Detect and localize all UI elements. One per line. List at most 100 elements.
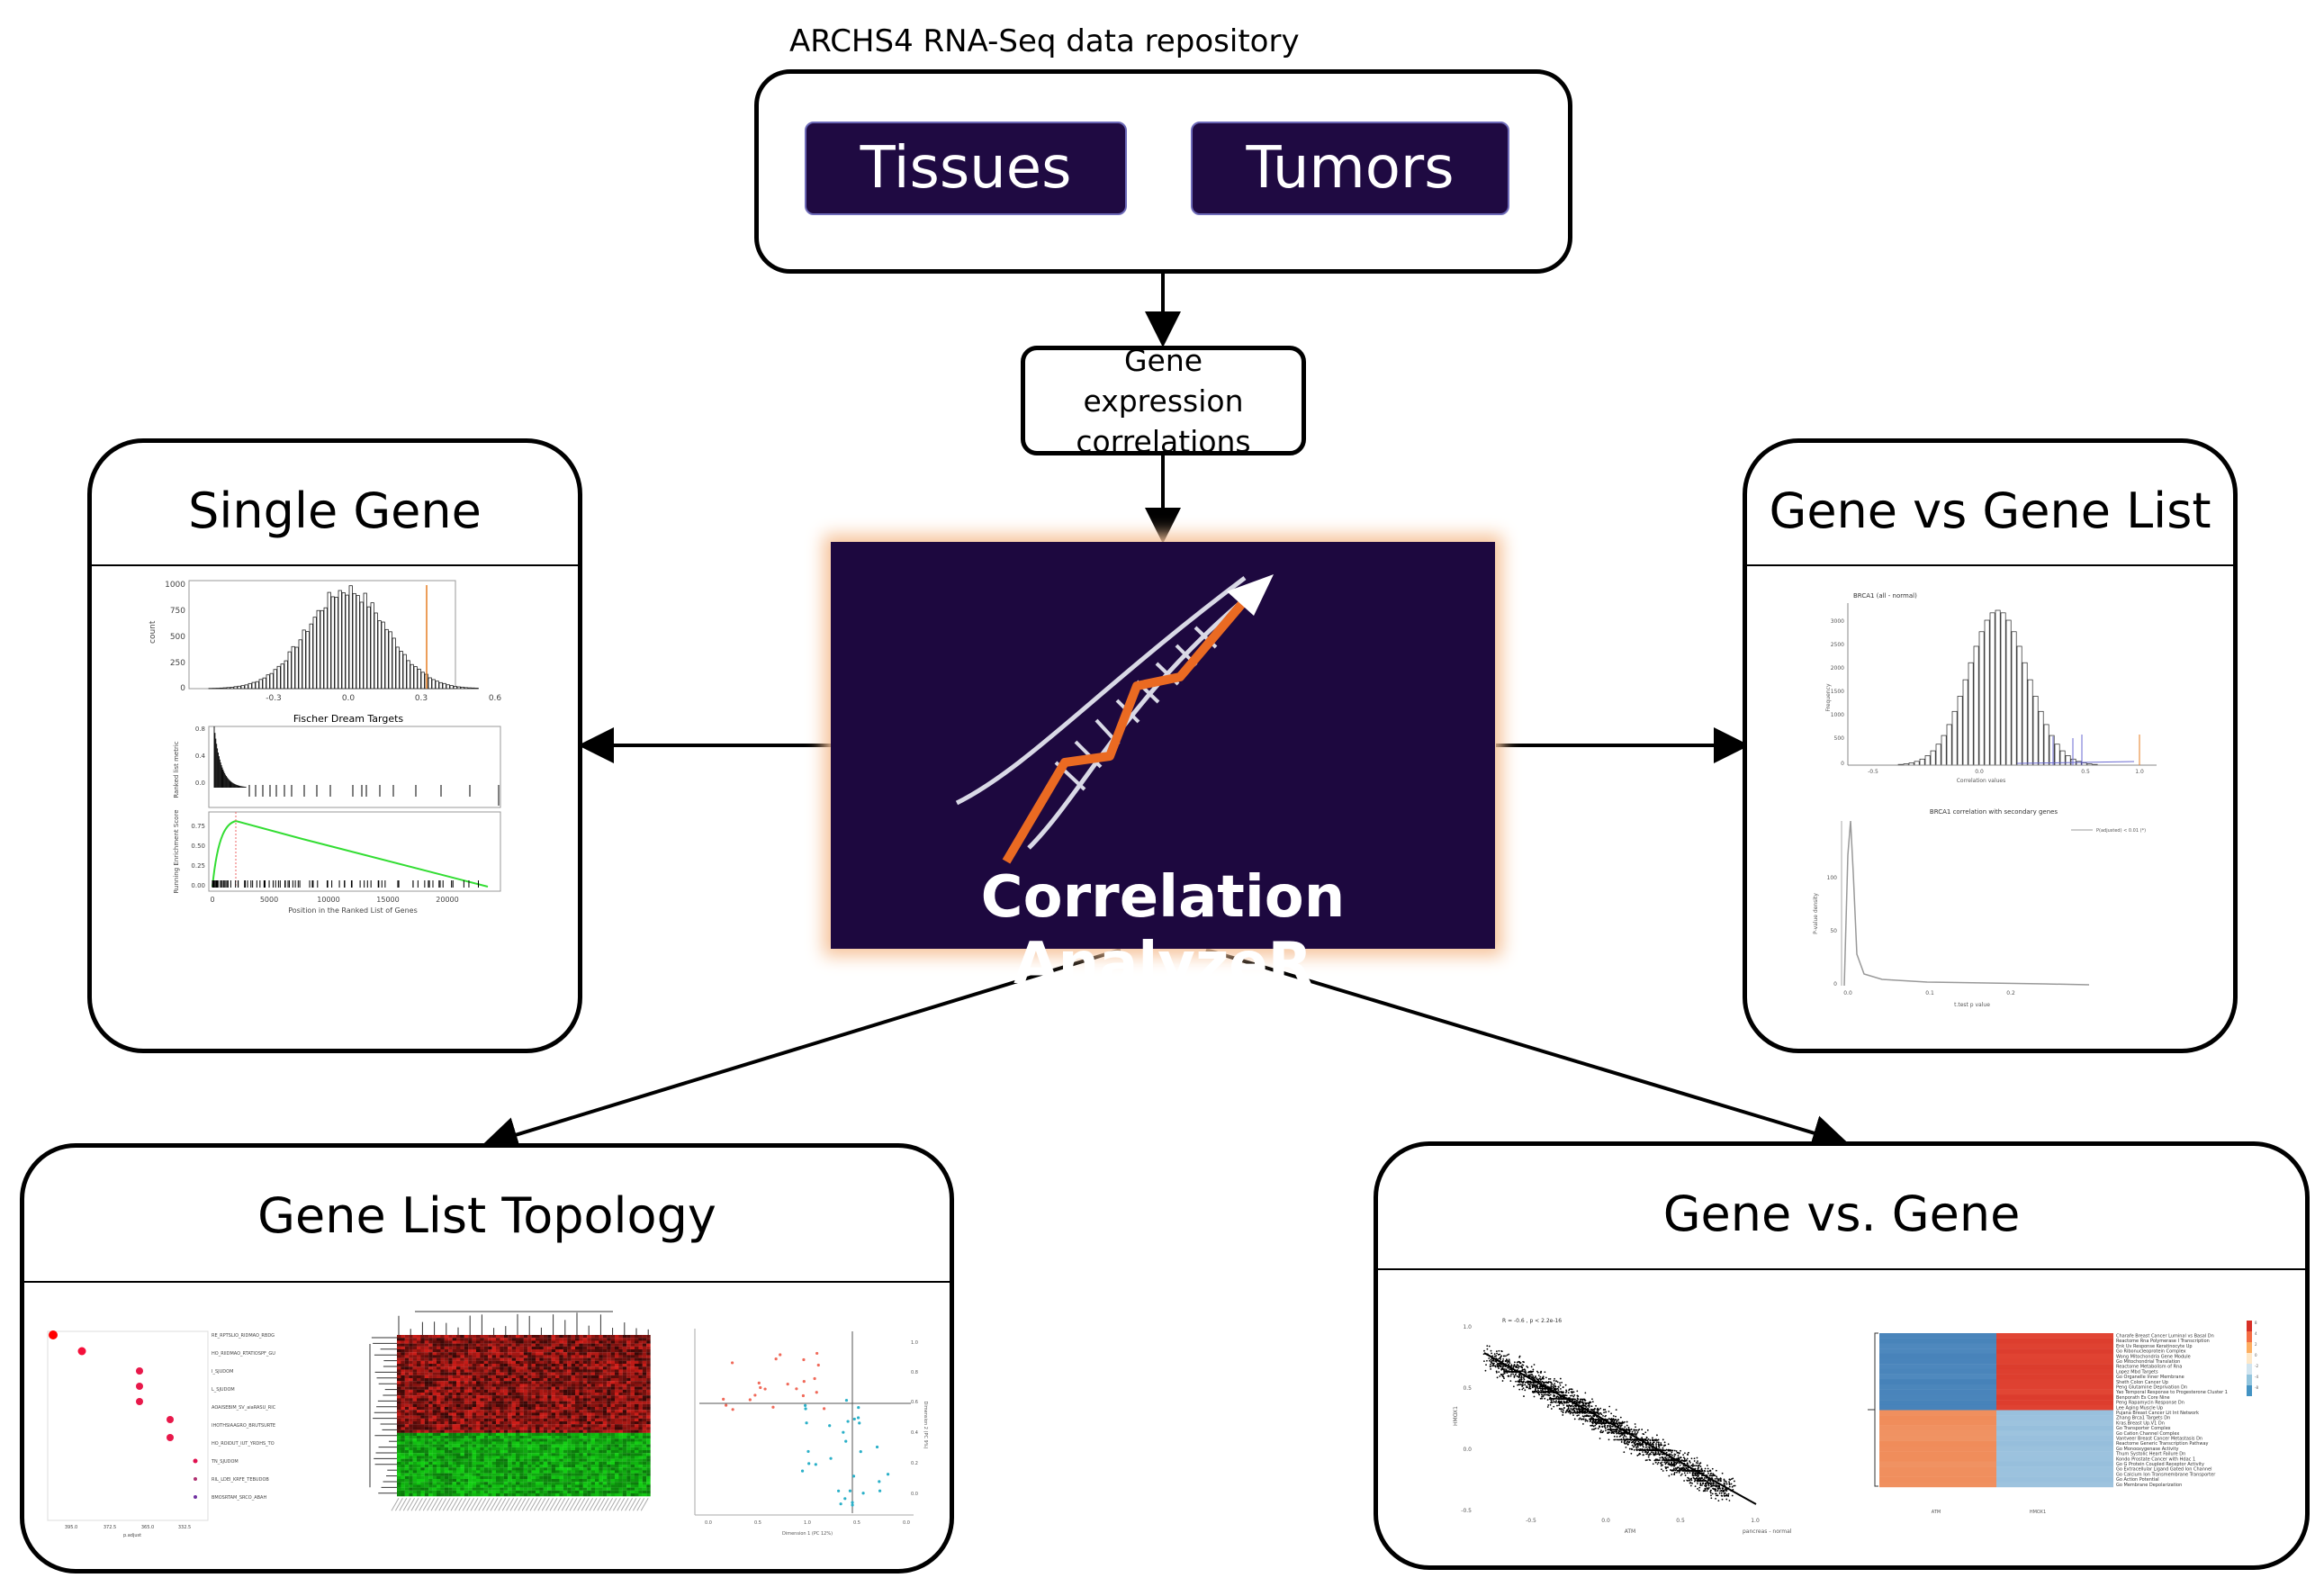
tp-heat-cell (444, 1482, 449, 1485)
tp-heat-cell (635, 1436, 639, 1439)
tp-heat-cell (464, 1438, 469, 1442)
tp-heat-cell (488, 1444, 492, 1447)
tp-heat-cell (551, 1338, 556, 1341)
tp-heat-cell (615, 1401, 619, 1404)
tp-heat-cell (472, 1470, 477, 1474)
tp-heat-cell (420, 1429, 425, 1433)
tp-heat-cell (424, 1479, 429, 1483)
tp-heat-cell (401, 1395, 405, 1399)
tp-heat-cell (496, 1458, 500, 1462)
tp-heat-cell (440, 1381, 445, 1384)
tp-heat-cell (531, 1360, 536, 1365)
tp-heat-cell (503, 1395, 509, 1399)
gg-scatter-point (1564, 1392, 1567, 1393)
tp-heat-cell (483, 1403, 489, 1408)
tp-pca-point (771, 1405, 775, 1409)
sg-hist-ylabel: count (149, 620, 158, 644)
tp-heat-cell (511, 1349, 517, 1353)
tp-heat-cell (476, 1335, 481, 1339)
tp-heat-cell (491, 1338, 497, 1341)
tp-heat-cell (555, 1366, 560, 1370)
tp-heat-cell (531, 1465, 536, 1468)
tp-heat-cell (452, 1436, 457, 1439)
tp-heat-cell (483, 1479, 489, 1483)
tp-heat-cell (412, 1335, 418, 1339)
tp-heat-cell (511, 1355, 517, 1358)
tp-heat-cell (610, 1447, 616, 1451)
tp-heat-cell (571, 1458, 576, 1462)
tp-heat-cell (428, 1398, 433, 1402)
tp-heat-cell (496, 1395, 500, 1399)
tp-heat-cell (448, 1366, 453, 1370)
tp-heat-cell (503, 1357, 509, 1361)
tp-heat-cell (424, 1432, 429, 1437)
tp-heat-cell (412, 1436, 418, 1439)
tp-heat-cell (582, 1375, 588, 1379)
tp-heat-cell (642, 1338, 647, 1341)
tp-heat-cell (630, 1490, 635, 1494)
tp-heat-cell (476, 1381, 481, 1384)
tp-heat-cell (536, 1444, 540, 1447)
tp-heat-cell (579, 1398, 583, 1402)
tp-heat-cell (531, 1338, 536, 1341)
tp-heat-cell (440, 1444, 445, 1447)
tp-heat-cell (452, 1415, 457, 1419)
tp-heat-cell (428, 1470, 433, 1474)
tp-heat-cell (635, 1403, 639, 1408)
tp-heat-cell (428, 1352, 433, 1356)
tp-heat-cell (428, 1340, 433, 1344)
tp-heat-cell (500, 1458, 504, 1462)
tp-heat-cell (456, 1424, 461, 1428)
tp-heat-cell (543, 1401, 548, 1404)
tp-heat-cell (547, 1467, 552, 1471)
tissues-button[interactable]: Tissues (805, 122, 1127, 215)
tp-heat-col-label (561, 1497, 570, 1511)
tp-heat-cell (417, 1372, 421, 1375)
tp-heat-cell (420, 1453, 425, 1456)
tp-heat-cell (642, 1412, 647, 1416)
tp-heat-cell (508, 1357, 512, 1361)
gg-scatter-point (1655, 1445, 1657, 1447)
tp-heat-cell (483, 1447, 489, 1451)
tp-heat-cell (635, 1346, 639, 1350)
tp-heat-cell (448, 1493, 453, 1497)
tp-heat-cell (635, 1340, 639, 1344)
tp-heat-cell (464, 1418, 469, 1422)
tp-heat-cell (607, 1456, 611, 1459)
tp-heat-cell (444, 1366, 449, 1370)
sg-gsea-xlabel: Position in the Ranked List of Genes (288, 906, 418, 915)
tp-heat-cell (635, 1456, 639, 1459)
tp-heat-cell (511, 1364, 517, 1367)
sg-gsea-xtick: 15000 (376, 896, 399, 904)
tp-heat-cell (555, 1375, 560, 1379)
gg-scatter-point (1529, 1387, 1532, 1390)
tp-heat-cell (582, 1378, 588, 1382)
tp-heat-cell (590, 1482, 596, 1485)
tp-heat-cell (412, 1456, 418, 1459)
tp-heat-cell (424, 1352, 429, 1356)
tp-heat-cell (547, 1438, 552, 1442)
tp-heat-cell (428, 1465, 433, 1468)
tp-heat-cell (551, 1424, 556, 1428)
tp-heat-cell (503, 1470, 509, 1474)
tumors-button[interactable]: Tumors (1191, 122, 1509, 215)
tp-heat-cell (559, 1386, 563, 1390)
tp-heat-cell (428, 1450, 433, 1454)
tp-heat-cell (527, 1393, 532, 1396)
tp-heat-cell (559, 1369, 563, 1373)
tp-heat-cell (579, 1407, 583, 1411)
tp-heat-cell (491, 1421, 497, 1425)
tp-heat-cell (595, 1418, 599, 1422)
tp-heat-cell (516, 1343, 520, 1347)
tp-heat-cell (615, 1360, 619, 1365)
tp-heat-cell (559, 1436, 563, 1439)
tp-heat-cell (452, 1490, 457, 1494)
tp-heat-cell (491, 1441, 497, 1445)
gg-scatter-point (1551, 1402, 1554, 1403)
tp-heat-cell (491, 1424, 497, 1428)
tp-heat-cell (519, 1475, 524, 1480)
tp-heat-cell (452, 1335, 457, 1339)
sg-hist-bar (352, 592, 356, 690)
gg-scatter-point (1498, 1349, 1500, 1352)
tp-heat-cell (464, 1493, 469, 1497)
